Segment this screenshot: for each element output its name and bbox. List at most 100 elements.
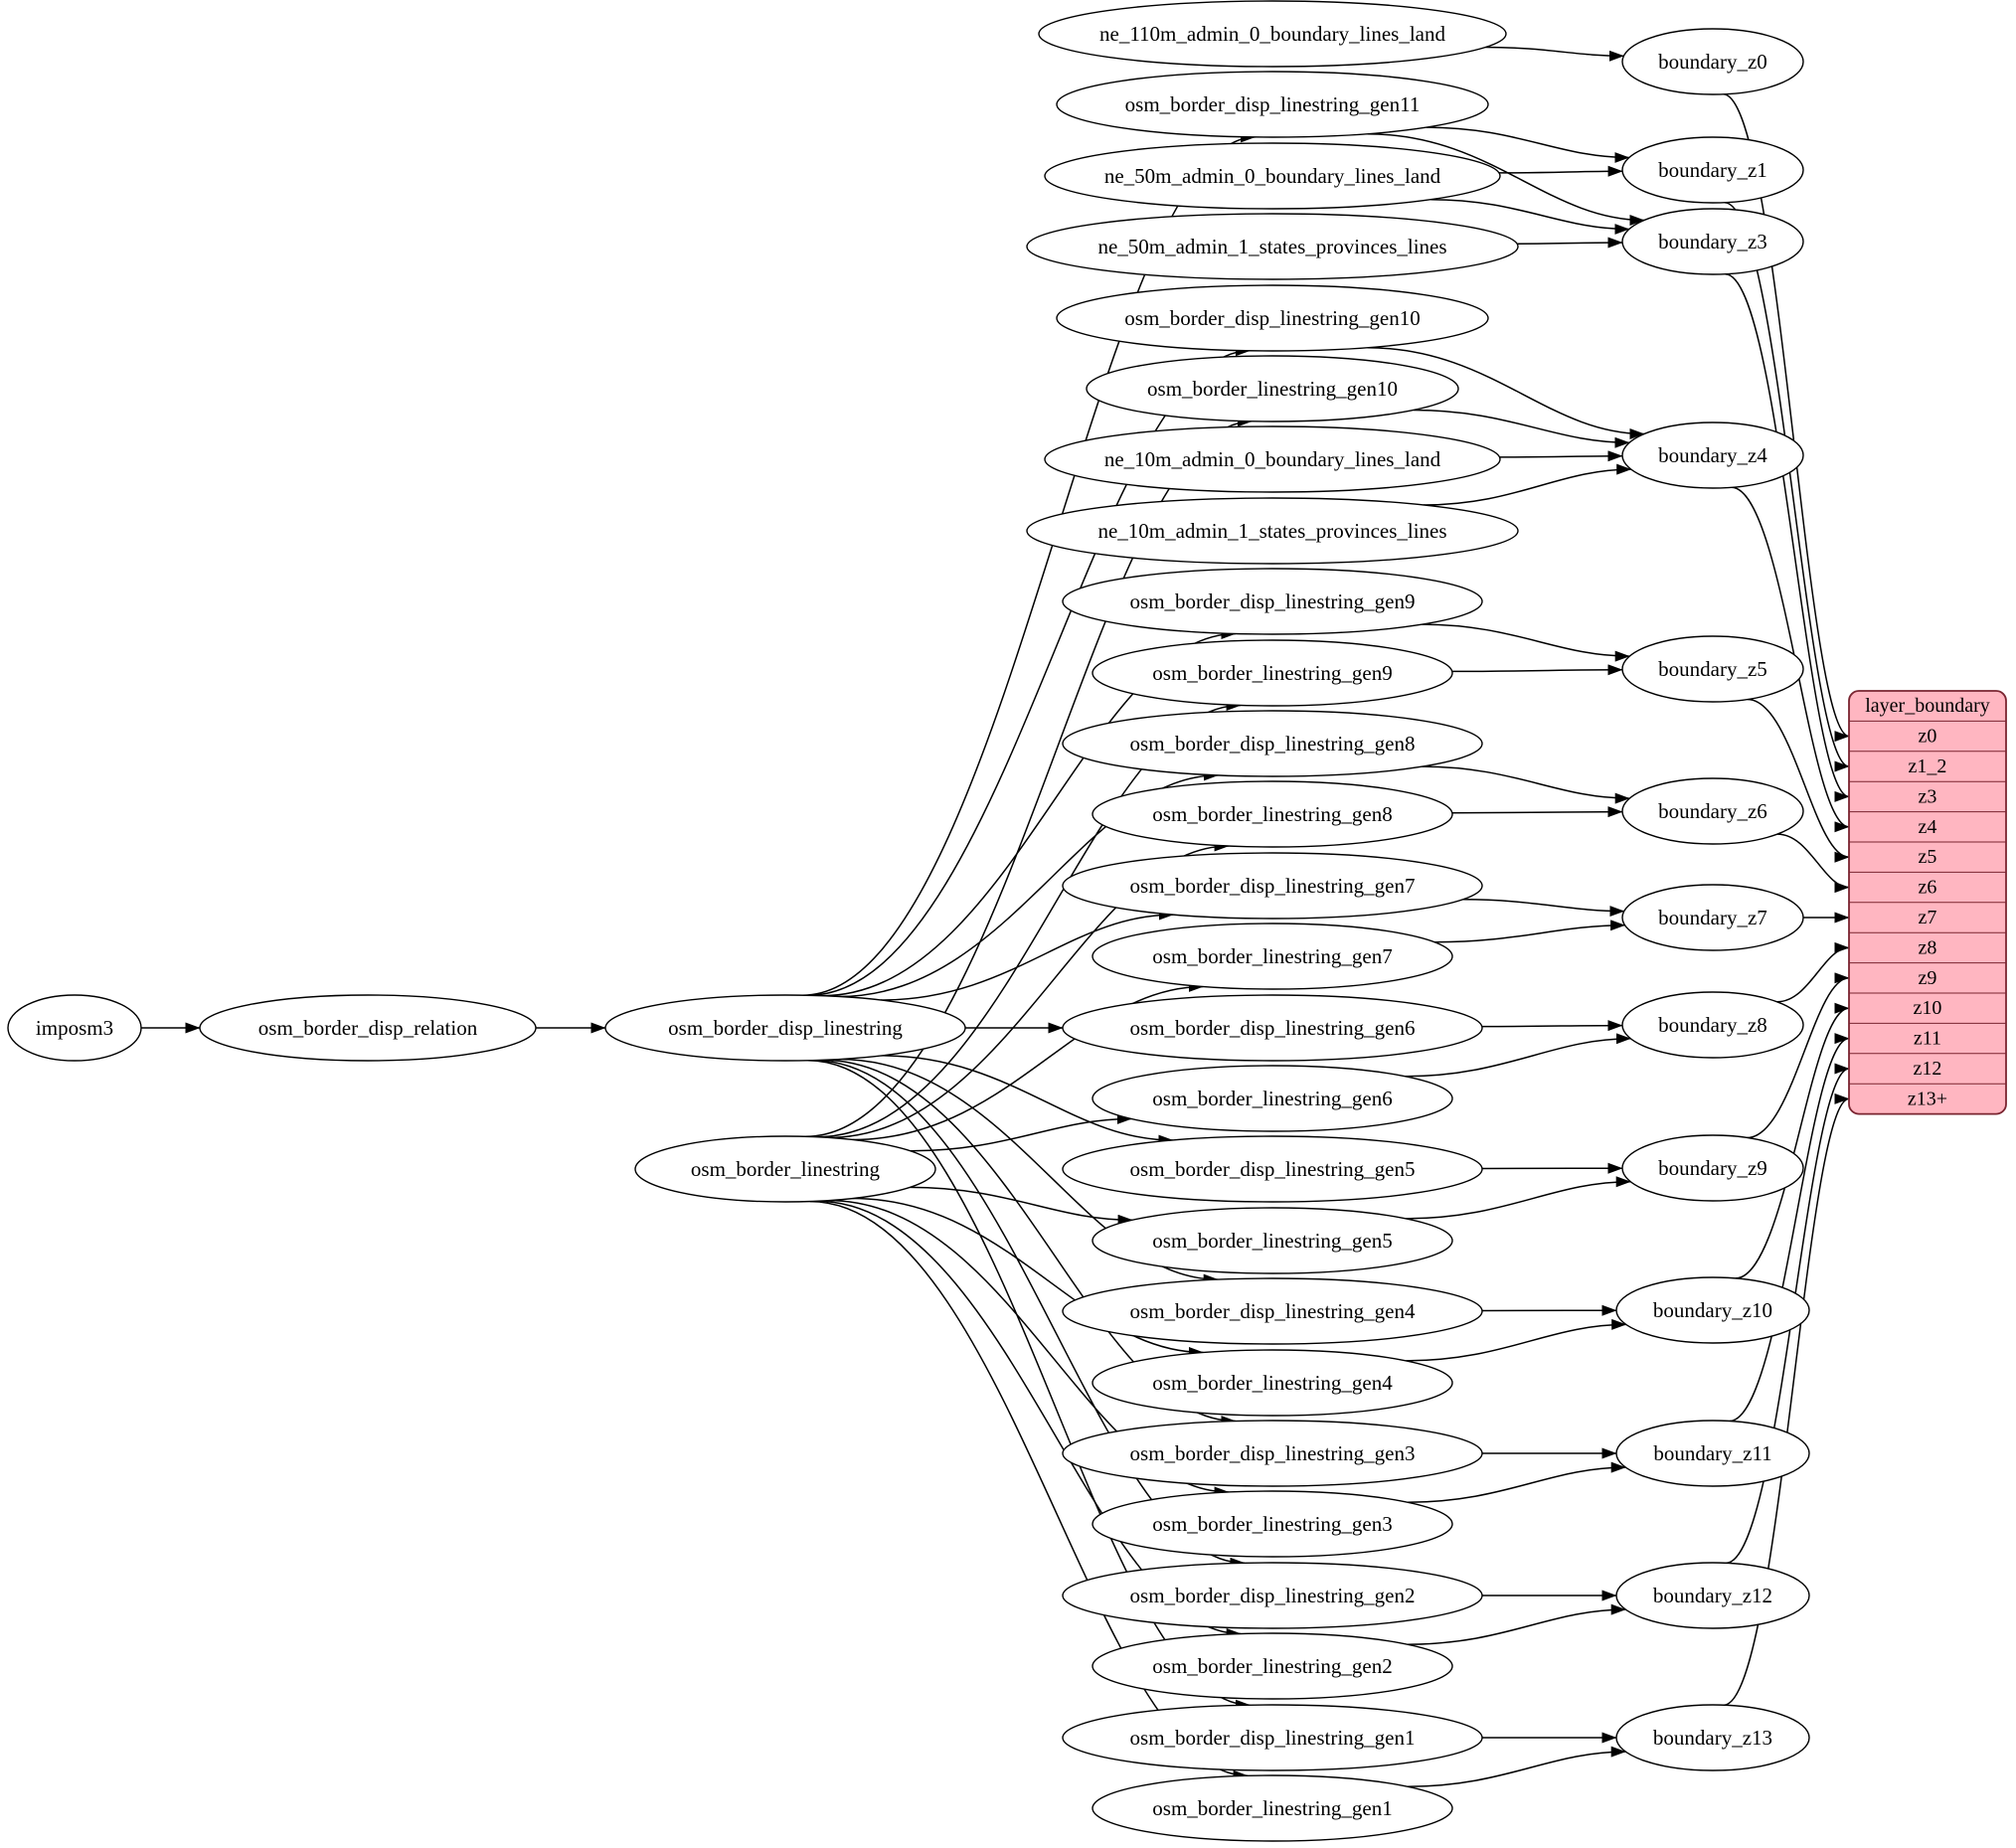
edge-osm_border_linestring_gen9-to-boundary_z5: [1451, 664, 1623, 676]
node-ellipse: [1092, 1774, 1453, 1842]
node-label: osm_border_linestring_gen8: [1152, 802, 1392, 826]
node-ellipse: [1621, 884, 1804, 951]
record-row-label: z5: [1919, 846, 1937, 868]
node-osm_border_linestring_gen7: osm_border_linestring_gen7: [1092, 923, 1453, 990]
node-boundary_z1: boundary_z1: [1621, 136, 1804, 204]
node-label: osm_border_disp_linestring_gen7: [1130, 874, 1416, 898]
edge-ne_50m_admin_0_boundary_lines_land-to-boundary_z3: [1430, 198, 1630, 235]
node-ellipse: [1086, 355, 1459, 422]
node-label: boundary_z12: [1653, 1584, 1772, 1607]
edge-boundary_z3-to-layer_boundary-z3: [1725, 272, 1850, 802]
edge-layer: [141, 46, 1850, 1787]
node-label: boundary_z3: [1658, 230, 1767, 253]
node-label: osm_border_linestring_gen10: [1147, 377, 1398, 401]
node-label: boundary_z1: [1658, 158, 1767, 182]
node-ellipse: [1621, 1134, 1804, 1202]
node-label: osm_border_disp_linestring_gen9: [1130, 589, 1416, 613]
node-osm_border_linestring_gen8: osm_border_linestring_gen8: [1092, 780, 1453, 848]
edge-osm_border_disp_linestring-to-osm_border_disp_linestring_gen5: [881, 1055, 1174, 1146]
record-title: layer_boundary: [1865, 695, 1990, 717]
edge-boundary_z5-to-layer_boundary-z5: [1747, 698, 1850, 863]
edge-boundary_z10-to-layer_boundary-z10: [1735, 1002, 1850, 1279]
record-row-label: z1_2: [1909, 756, 1947, 777]
edge-osm_border_linestring_gen4-to-boundary_z10: [1406, 1318, 1627, 1362]
node-osm_border_linestring_gen10: osm_border_linestring_gen10: [1086, 355, 1459, 422]
edge-osm_border_linestring_gen2-to-boundary_z12: [1407, 1603, 1626, 1645]
node-ne_50m_admin_1_states_provinces_lines: ne_50m_admin_1_states_provinces_lines: [1026, 213, 1519, 280]
record-row-label: z11: [1914, 1028, 1941, 1050]
node-ellipse: [1615, 1562, 1810, 1629]
edge-osm_border_disp_linestring_gen9-to-boundary_z5: [1422, 623, 1630, 662]
node-label: osm_border_disp_linestring_gen8: [1130, 732, 1416, 756]
edge-osm_border_linestring-to-osm_border_linestring_gen7: [852, 981, 1204, 1141]
node-ellipse: [1615, 1276, 1810, 1344]
node-label: osm_border_disp_linestring_gen6: [1130, 1016, 1416, 1040]
node-ellipse: [1621, 28, 1804, 95]
node-osm_border_disp_linestring_gen7: osm_border_disp_linestring_gen7: [1062, 852, 1483, 920]
edge-osm_border_disp_linestring_gen6-to-boundary_z8: [1481, 1020, 1623, 1032]
edge-osm_border_linestring_gen8-to-boundary_z6: [1451, 806, 1623, 818]
node-label: osm_border_disp_linestring_gen5: [1130, 1157, 1416, 1181]
edge-osm_border_linestring_gen6-to-boundary_z8: [1405, 1033, 1631, 1078]
node-osm_border_disp_linestring_gen3: osm_border_disp_linestring_gen3: [1062, 1420, 1483, 1487]
record-node-layer_boundary: layer_boundaryz0z1_2z3z4z5z6z7z8z9z10z11…: [1848, 690, 2007, 1115]
node-osm_border_disp_linestring_gen1: osm_border_disp_linestring_gen1: [1062, 1704, 1483, 1771]
edge-ne_110m_admin_0_boundary_lines_land-to-boundary_z0: [1485, 46, 1624, 62]
edge-ne_10m_admin_0_boundary_lines_land-to-boundary_z4: [1499, 450, 1623, 462]
node-label: imposm3: [36, 1016, 113, 1040]
edge-ne_50m_admin_0_boundary_lines_land-to-boundary_z1: [1498, 165, 1623, 177]
record-row-label: z10: [1914, 997, 1942, 1019]
node-label: ne_10m_admin_0_boundary_lines_land: [1104, 447, 1441, 471]
node-label: osm_border_linestring_gen6: [1152, 1087, 1392, 1110]
node-label: ne_10m_admin_1_states_provinces_lines: [1097, 519, 1446, 543]
node-ellipse: [199, 994, 537, 1062]
node-ellipse: [1621, 991, 1804, 1059]
node-label: boundary_z6: [1658, 799, 1767, 823]
node-osm_border_linestring_gen2: osm_border_linestring_gen2: [1092, 1632, 1453, 1700]
node-ellipse: [1062, 1135, 1483, 1203]
edge-osm_border_linestring_gen5-to-boundary_z9: [1406, 1176, 1631, 1220]
edge-boundary_z13-to-layer_boundary-z13+: [1723, 1093, 1850, 1706]
node-label: osm_border_linestring: [691, 1157, 881, 1181]
node-boundary_z12: boundary_z12: [1615, 1562, 1810, 1629]
node-boundary_z0: boundary_z0: [1621, 28, 1804, 95]
node-osm_border_disp_linestring_gen6: osm_border_disp_linestring_gen6: [1062, 994, 1483, 1062]
node-osm_border_linestring_gen4: osm_border_linestring_gen4: [1092, 1349, 1453, 1417]
node-label: osm_border_disp_linestring_gen4: [1130, 1299, 1416, 1323]
node-ellipse: [1092, 1065, 1453, 1132]
node-ellipse: [7, 994, 142, 1062]
node-ellipse: [1044, 142, 1501, 210]
edge-osm_border_disp_linestring_gen10-to-boundary_z4: [1367, 346, 1645, 439]
record-row-label: z4: [1919, 816, 1937, 838]
edge-osm_border_disp_linestring_gen11-to-boundary_z1: [1426, 126, 1630, 163]
node-label: boundary_z7: [1658, 906, 1767, 929]
node-ellipse: [1621, 421, 1804, 489]
edge-osm_border_disp_linestring_gen11-to-boundary_z3: [1367, 132, 1645, 226]
node-label: osm_border_disp_linestring: [668, 1016, 903, 1040]
node-label: osm_border_linestring_gen2: [1152, 1654, 1392, 1678]
node-ellipse: [1062, 1562, 1483, 1629]
node-ellipse: [634, 1135, 936, 1203]
node-boundary_z4: boundary_z4: [1621, 421, 1804, 489]
node-osm_border_disp_linestring_gen8: osm_border_disp_linestring_gen8: [1062, 710, 1483, 777]
node-osm_border_disp_linestring_gen2: osm_border_disp_linestring_gen2: [1062, 1562, 1483, 1629]
node-osm_border_linestring_gen6: osm_border_linestring_gen6: [1092, 1065, 1453, 1132]
edge-osm_border_disp_linestring_gen7-to-boundary_z7: [1462, 899, 1625, 918]
node-ellipse: [1615, 1704, 1810, 1771]
record-row-label: z8: [1919, 936, 1937, 958]
node-ellipse: [1092, 639, 1453, 707]
node-boundary_z10: boundary_z10: [1615, 1276, 1810, 1344]
node-osm_border_disp_linestring_gen4: osm_border_disp_linestring_gen4: [1062, 1277, 1483, 1345]
node-ellipse: [1038, 0, 1507, 68]
node-ellipse: [1621, 777, 1804, 845]
node-label: boundary_z9: [1658, 1156, 1767, 1180]
node-boundary_z8: boundary_z8: [1621, 991, 1804, 1059]
edge-boundary_z11-to-layer_boundary-z11: [1729, 1033, 1850, 1423]
node-ellipse: [1062, 1277, 1483, 1345]
node-osm_border_disp_linestring_gen5: osm_border_disp_linestring_gen5: [1062, 1135, 1483, 1203]
node-label: osm_border_disp_linestring_gen11: [1125, 92, 1421, 116]
node-label: boundary_z11: [1653, 1441, 1771, 1465]
node-ellipse: [1062, 1420, 1483, 1487]
